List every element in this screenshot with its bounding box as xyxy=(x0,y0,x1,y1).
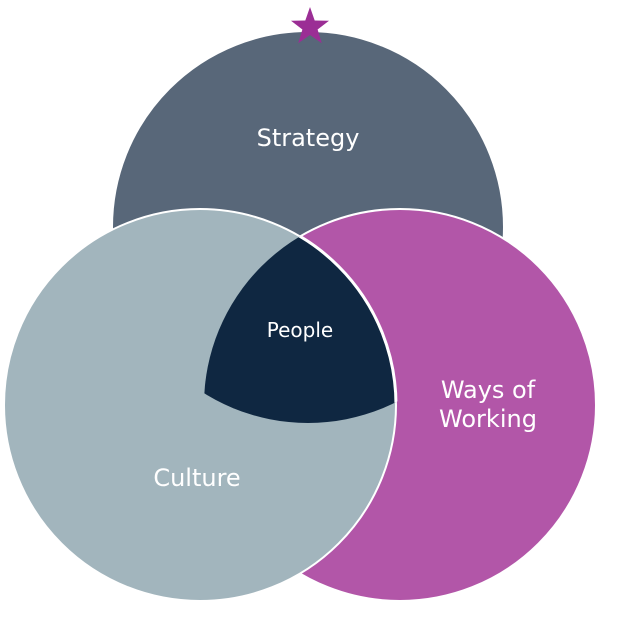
people-label: People xyxy=(267,318,333,342)
ways-of-working-label-line-2: Working xyxy=(439,405,537,433)
ways-of-working-label-line-1: Ways of xyxy=(441,376,536,404)
culture-label: Culture xyxy=(153,464,240,492)
strategy-label: Strategy xyxy=(257,124,360,152)
star-icon xyxy=(291,7,329,44)
